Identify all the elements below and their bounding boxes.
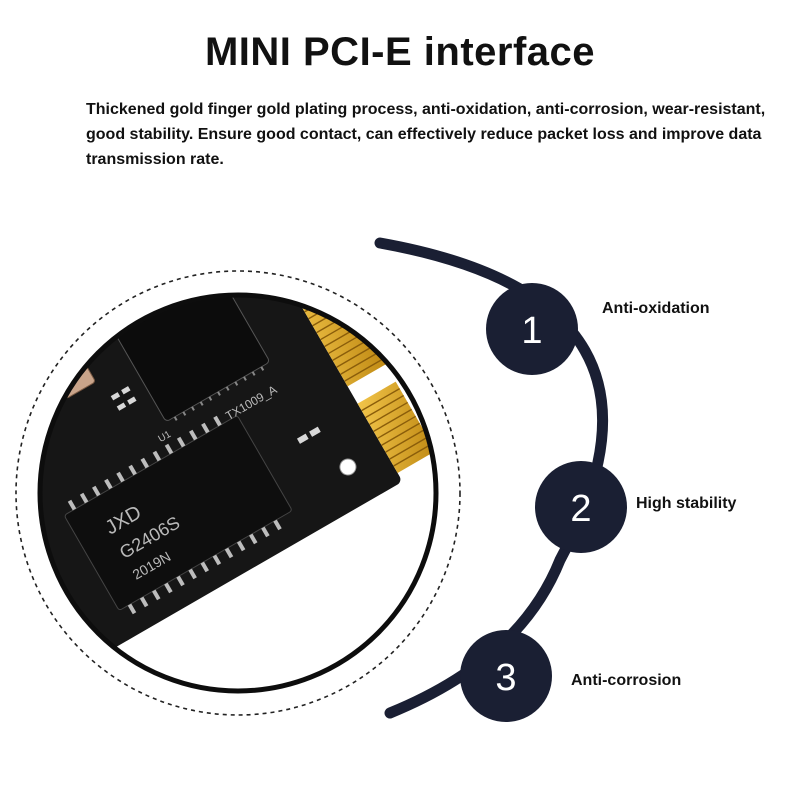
feature-badge-2: 2 <box>535 461 627 553</box>
mounting-hole <box>339 458 357 476</box>
feature-badge-3: 3 <box>460 630 552 722</box>
mini-pcie-card: JXD G2406S 2019N TX1009_A U1 <box>42 297 434 689</box>
dashed-ring <box>15 270 461 716</box>
feature-badge-1: 1 <box>486 283 578 375</box>
feature-number-2: 2 <box>570 488 591 530</box>
card-frame-ring <box>37 292 439 694</box>
transformer-chip <box>64 415 292 611</box>
pcb-board <box>42 297 401 670</box>
feature-number-3: 3 <box>495 657 516 699</box>
feature-number-1: 1 <box>521 310 542 352</box>
feature-label-2: High stability <box>636 495 737 512</box>
feature-label-3: Anti-corrosion <box>571 672 682 689</box>
feature-label-1: Anti-oxidation <box>602 300 710 317</box>
page-title: MINI PCI-E interface <box>204 30 596 74</box>
description-text: Thickened gold finger gold plating proce… <box>86 101 766 168</box>
